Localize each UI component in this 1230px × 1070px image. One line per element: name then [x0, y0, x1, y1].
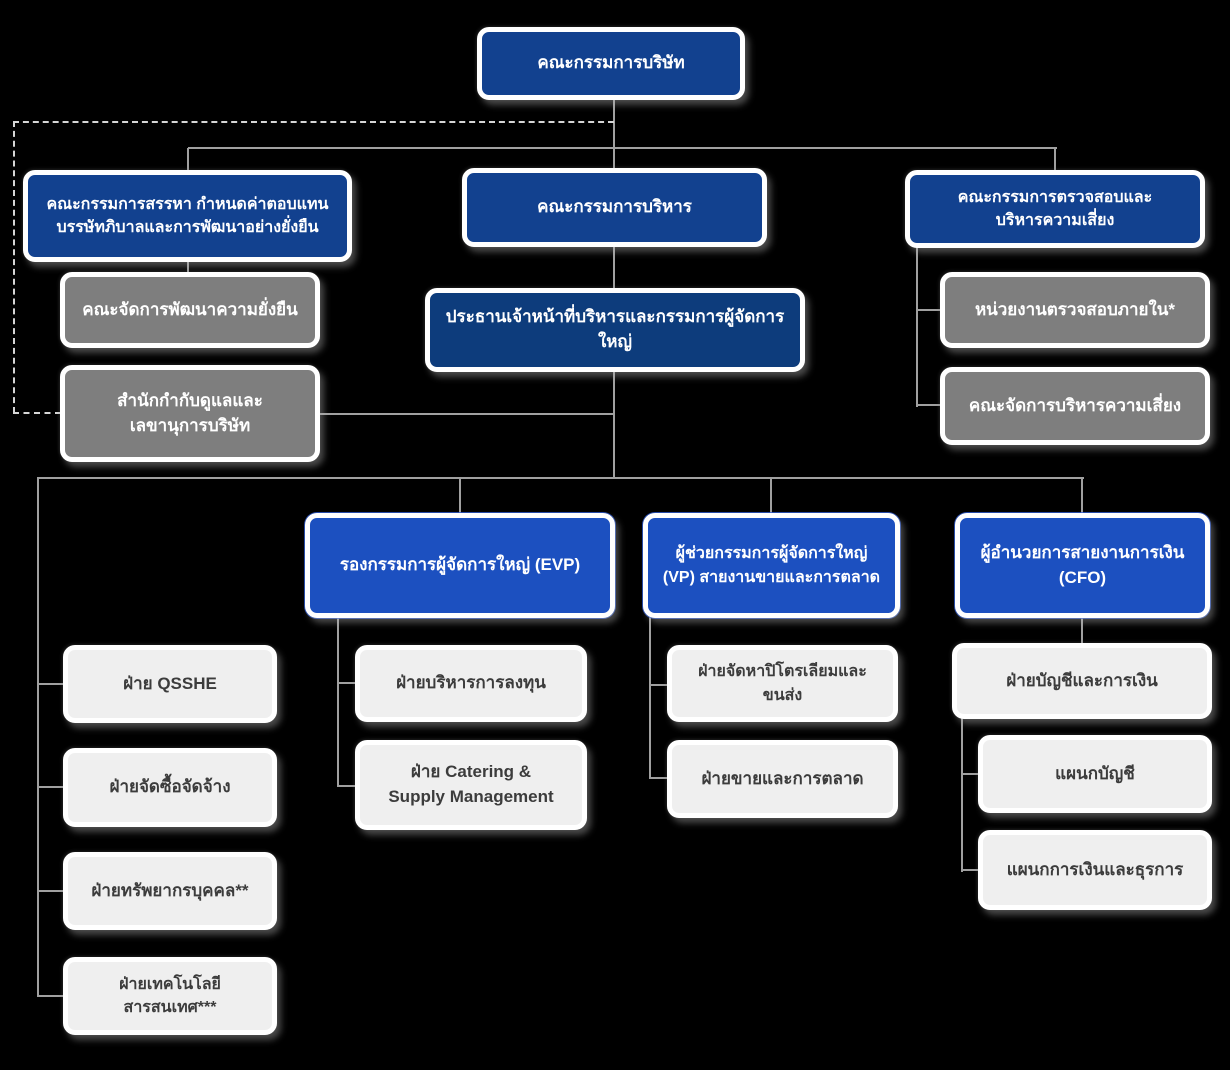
- connector-line: [916, 309, 942, 311]
- node-label: (CFO): [1058, 567, 1107, 587]
- connector-line: [320, 413, 614, 415]
- node-cfo: ผู้อำนวยการสายงานการเงิน (CFO): [955, 513, 1210, 618]
- node-label: คณะกรรมการตรวจสอบและ: [957, 188, 1153, 206]
- connector-line: [187, 260, 189, 274]
- node-label: (VP) สายงานขายและการตลาด: [662, 568, 881, 586]
- dashed-connector-line: [13, 412, 61, 414]
- node-vp-sales-marketing: ผู้ช่วยกรรมการผู้จัดการใหญ่ (VP) สายงานข…: [643, 513, 900, 618]
- node-finance-admin-section: แผนกการเงินและธุรการ: [978, 830, 1212, 910]
- node-accounting-section: แผนกบัญชี: [978, 735, 1212, 813]
- node-label: ฝ่ายบริหารการลงทุน: [396, 673, 546, 693]
- node-it-dept: ฝ่ายเทคโนโลยีสารสนเทศ***: [63, 957, 277, 1035]
- node-label: แผนกบัญชี: [1055, 763, 1135, 783]
- connector-line: [649, 777, 669, 779]
- node-label: หน่วยงานตรวจสอบภายใน*: [974, 299, 1176, 319]
- node-label: รองกรรมการผู้จัดการใหญ่ (EVP): [339, 555, 581, 575]
- node-catering-supply-dept: ฝ่าย Catering & Supply Management: [355, 740, 587, 830]
- connector-line: [37, 786, 65, 788]
- node-corporate-secretary-office: สำนักกำกับดูแลและ เลขานุการบริษัท: [60, 365, 320, 462]
- connector-line: [916, 247, 918, 407]
- connector-line: [187, 148, 189, 172]
- node-label: ฝ่าย QSSHE: [123, 673, 217, 693]
- connector-line: [613, 100, 615, 148]
- node-nomination-committee: คณะกรรมการสรรหา กำหนดค่าตอบแทน บรรษัทภิบ…: [23, 170, 352, 262]
- node-label: ฝ่าย Catering &: [410, 762, 532, 782]
- node-label: ฝ่ายทรัพยากรบุคคล**: [91, 880, 249, 900]
- node-label: ฝ่ายบัญชีและการเงิน: [1006, 670, 1158, 690]
- node-sustainability-management: คณะจัดการพัฒนาความยั่งยืน: [60, 272, 320, 348]
- connector-line: [37, 683, 65, 685]
- node-sales-marketing-dept: ฝ่ายขายและการตลาด: [667, 740, 898, 818]
- connector-line: [961, 717, 963, 872]
- node-risk-management: คณะจัดการบริหารความเสี่ยง: [940, 367, 1210, 445]
- connector-line: [649, 684, 669, 686]
- connector-line: [337, 785, 357, 787]
- node-label: คณะกรรมการสรรหา กำหนดค่าตอบแทน: [46, 195, 329, 213]
- node-label: คณะจัดการบริหารความเสี่ยง: [968, 395, 1182, 415]
- node-label: ฝ่ายขายและการตลาด: [701, 768, 864, 788]
- node-label: ฝ่ายเทคโนโลยีสารสนเทศ***: [119, 975, 221, 1016]
- node-accounting-finance-dept: ฝ่ายบัญชีและการเงิน: [952, 643, 1212, 719]
- node-label: คณะกรรมการบริหาร: [537, 197, 692, 217]
- connector-line: [337, 615, 339, 787]
- node-investment-management-dept: ฝ่ายบริหารการลงทุน: [355, 645, 587, 722]
- connector-line: [1054, 148, 1056, 172]
- node-executive-committee: คณะกรรมการบริหาร: [462, 168, 767, 247]
- connector-line: [916, 404, 942, 406]
- connector-line: [613, 247, 615, 290]
- node-label: บริหารความเสี่ยง: [995, 212, 1115, 229]
- node-label: ผู้อำนวยการสายงานการเงิน: [980, 542, 1185, 562]
- connector-line: [37, 890, 65, 892]
- node-label: ฝ่ายจัดซื้อจัดจ้าง: [109, 777, 231, 797]
- connector-line: [188, 147, 1057, 149]
- node-label: คณะจัดการพัฒนาความยั่งยืน: [82, 299, 298, 319]
- connector-line: [37, 477, 39, 997]
- connector-line: [37, 995, 65, 997]
- node-qsshe-dept: ฝ่าย QSSHE: [63, 645, 277, 723]
- connector-line: [961, 773, 980, 775]
- connector-line: [613, 148, 615, 170]
- connector-line: [770, 477, 772, 515]
- node-evp: รองกรรมการผู้จัดการใหญ่ (EVP): [305, 513, 615, 618]
- connector-line: [337, 682, 357, 684]
- connector-line: [459, 477, 461, 515]
- connector-line: [961, 869, 980, 871]
- node-internal-audit: หน่วยงานตรวจสอบภายใน*: [940, 272, 1210, 348]
- node-label: คณะกรรมการบริษัท: [537, 53, 685, 73]
- connector-line: [613, 370, 615, 478]
- connector-line: [649, 615, 651, 779]
- dashed-connector-line: [13, 121, 15, 413]
- node-label: สำนักกำกับดูแลและ: [117, 390, 263, 410]
- node-audit-risk-committee: คณะกรรมการตรวจสอบและ บริหารความเสี่ยง: [905, 170, 1205, 248]
- node-board-of-directors: คณะกรรมการบริษัท: [477, 27, 745, 100]
- node-petroleum-logistics-dept: ฝ่ายจัดหาปิโตรเลียมและขนส่ง: [667, 645, 898, 722]
- node-label: ผู้ช่วยกรรมการผู้จัดการใหญ่: [675, 545, 868, 563]
- connector-line: [38, 477, 1084, 479]
- node-label: แผนกการเงินและธุรการ: [1006, 859, 1184, 879]
- node-label: Supply Management: [388, 787, 554, 806]
- connector-line: [1081, 615, 1083, 645]
- node-label: บรรษัทภิบาลและการพัฒนาอย่างยั่งยืน: [56, 219, 319, 236]
- node-label: ประธานเจ้าหน้าที่บริหารและกรรมการผู้จัดก…: [445, 307, 785, 351]
- dashed-connector-line: [13, 121, 614, 123]
- node-hr-dept: ฝ่ายทรัพยากรบุคคล**: [63, 852, 277, 930]
- node-procurement-dept: ฝ่ายจัดซื้อจัดจ้าง: [63, 748, 277, 827]
- connector-line: [1081, 477, 1083, 515]
- node-ceo: ประธานเจ้าหน้าที่บริหารและกรรมการผู้จัดก…: [425, 288, 805, 372]
- node-label: ฝ่ายจัดหาปิโตรเลียมและขนส่ง: [698, 663, 867, 704]
- node-label: เลขานุการบริษัท: [129, 415, 251, 435]
